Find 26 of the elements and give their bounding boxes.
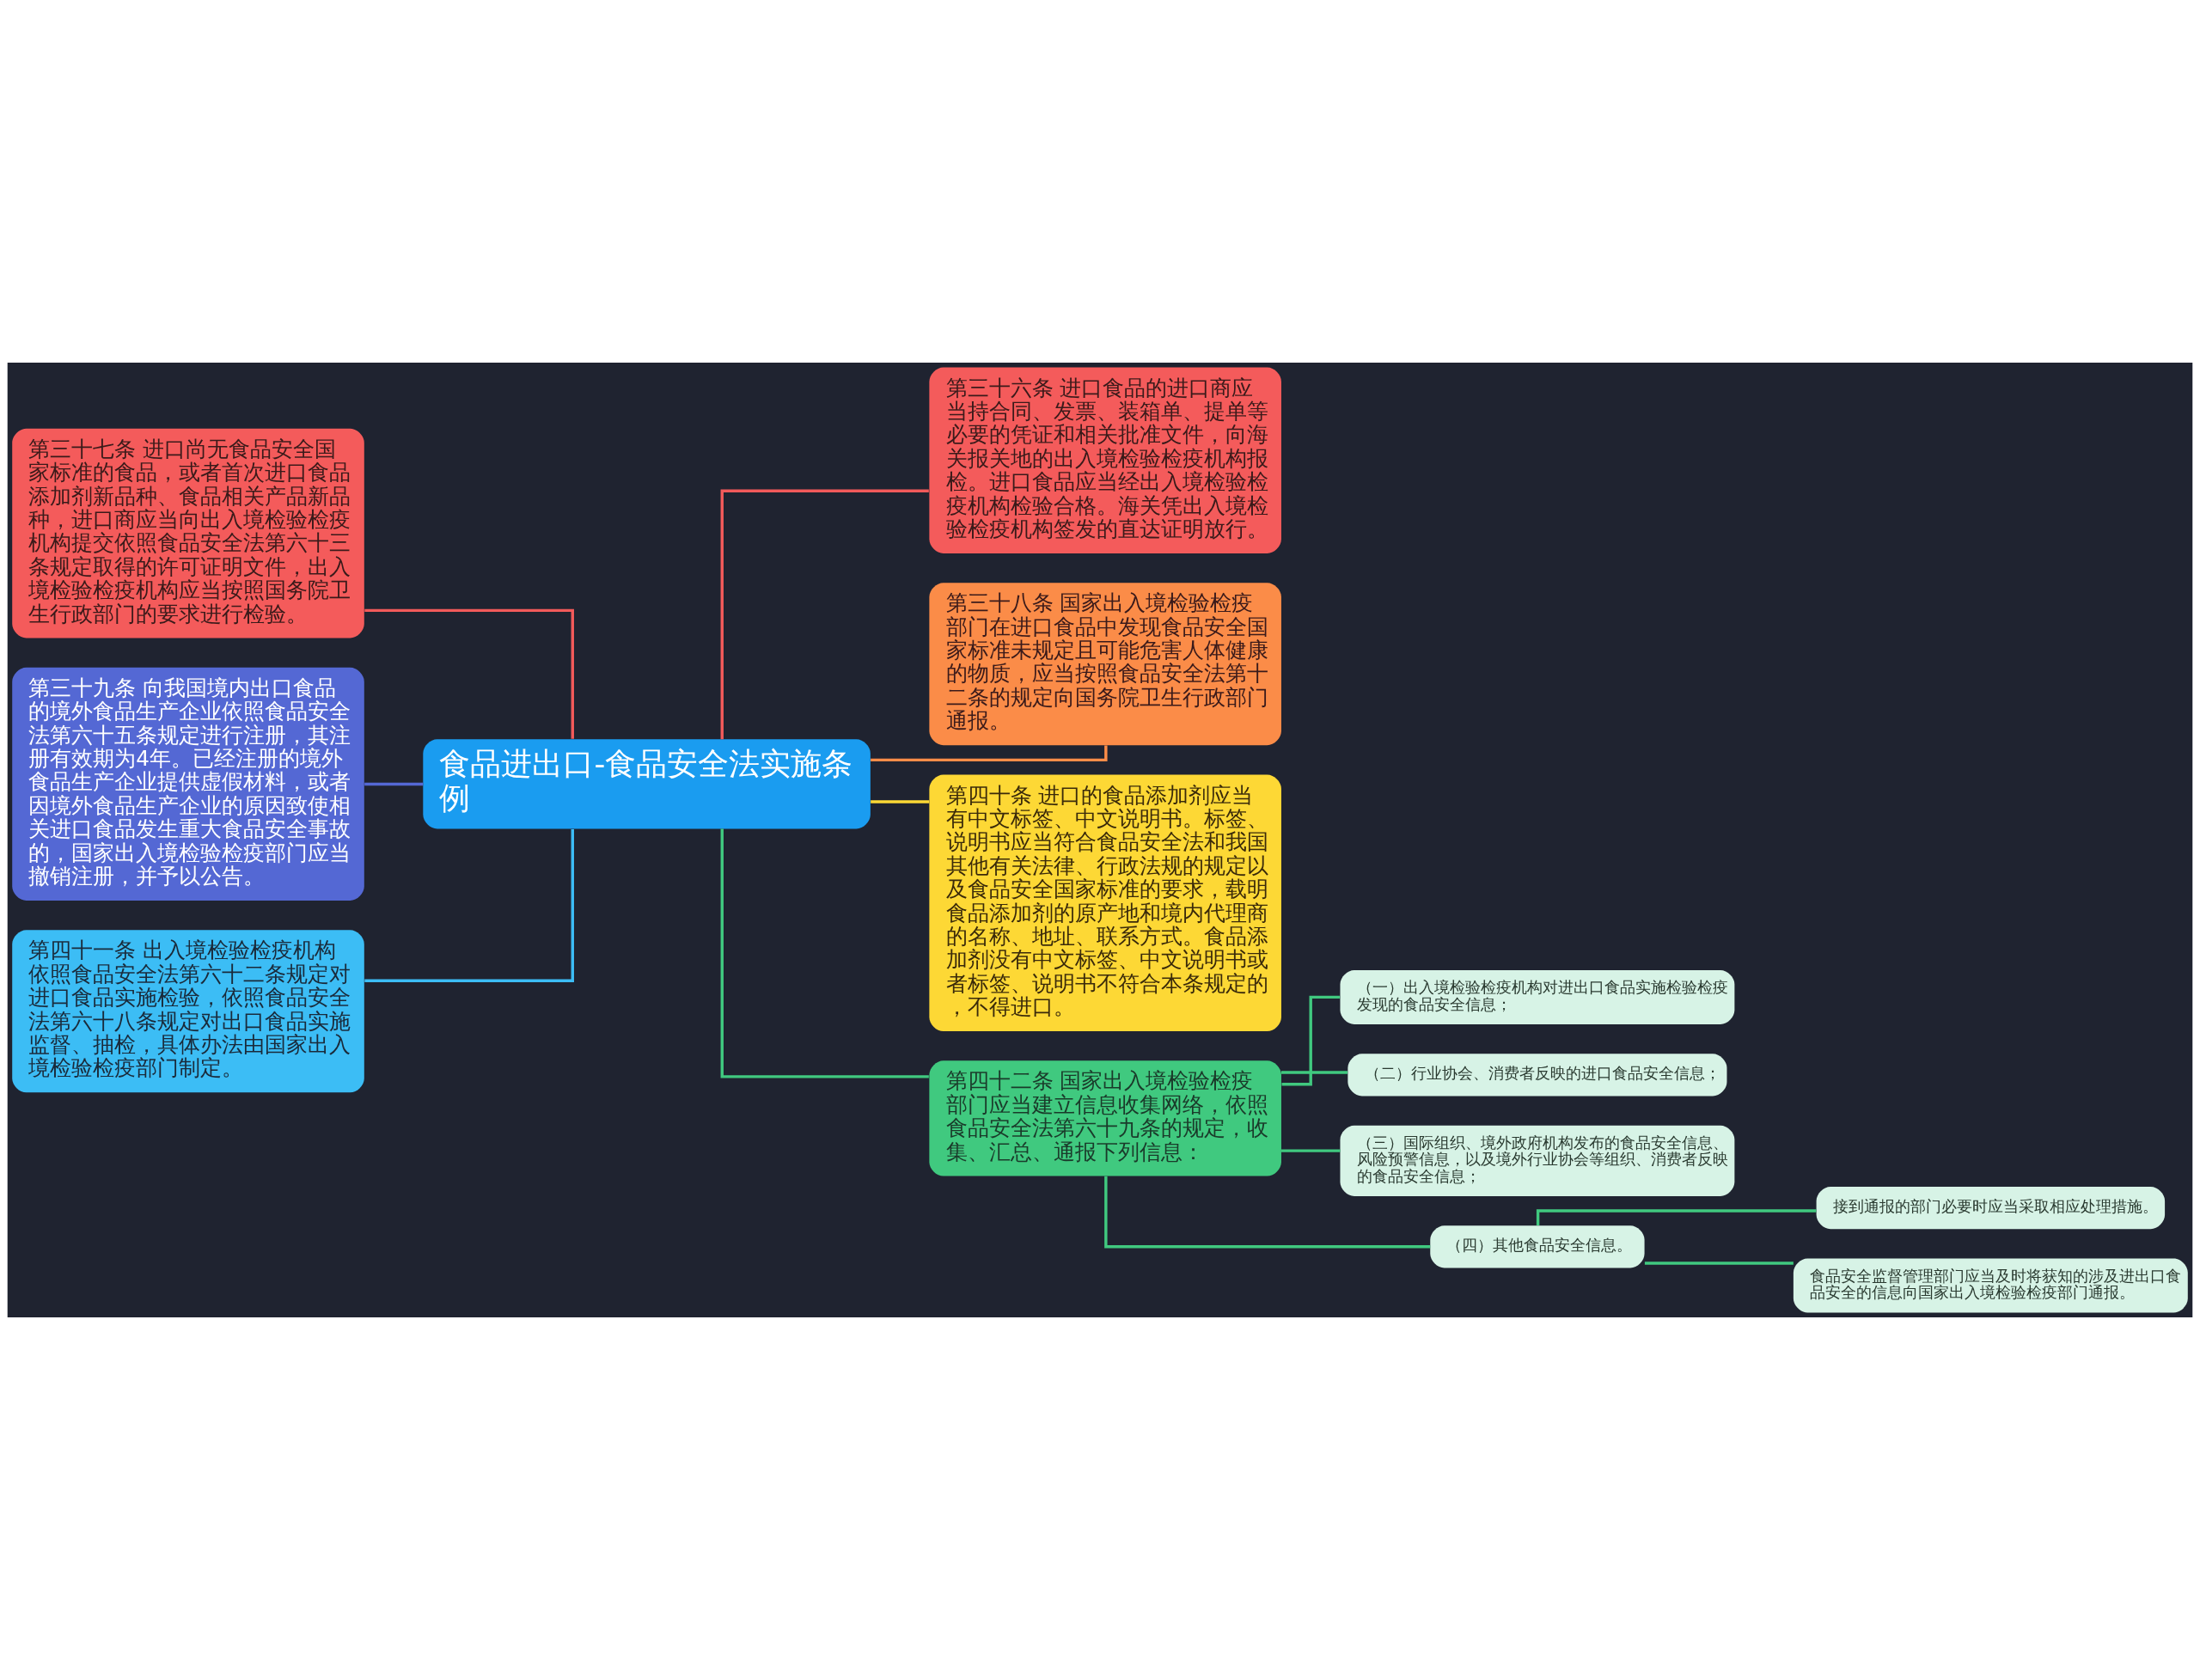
node-box: 食品安全监督管理部门应当及时将获知的涉及进出口食品安全的信息向国家出入境检验检疫部门通报。 bbox=[1793, 1258, 2188, 1313]
node-box: 第三十六条 进口食品的进口商应当持合同、发票、装箱单、提单等必要的凭证和相关批准文件，向海关报关地的出入境检验检疫机构报检。进口食品应当经出入境检验检疫机构检验合格。海关凭出入境检验检疫机构签发的直达证明放行。 bbox=[929, 367, 1281, 553]
connector bbox=[871, 800, 930, 803]
node-box: （二）行业协会、消费者反映的进口食品安全信息； bbox=[1348, 1054, 1727, 1097]
node-box: 第四十一条 出入境检验检疫机构依照食品安全法第六十二条规定对进口食品实施检验，依照食品安全法第六十八条规定对出口食品实施监督、抽检，具体办法由国家出入境检验检疫部门制定。 bbox=[12, 930, 364, 1093]
connector bbox=[364, 828, 574, 982]
connector bbox=[871, 745, 1108, 762]
connector bbox=[1104, 1176, 1431, 1249]
connector bbox=[364, 782, 424, 786]
node-box: 第四十二条 国家出入境检验检疫部门应当建立信息收集网络，依照食品安全法第六十九条的规定，收集、汇总、通报下列信息： bbox=[929, 1060, 1281, 1176]
connector bbox=[1281, 1071, 1348, 1074]
node-box: 第三十九条 向我国境内出口食品的境外食品生产企业依照食品安全法第六十五条规定进行注册，其注册有效期为4年。已经注册的境外食品生产企业提供虚假材料，或者因境外食品生产企业的原因致使相关进口食品发生重大食品安全事故的，国家出入境检验检疫部门应当撤销注册，并予以公告。 bbox=[12, 667, 364, 901]
connector bbox=[720, 828, 929, 1078]
node-box: （一）出入境检验检疫机构对进出口食品实施检验检疫发现的食品安全信息； bbox=[1340, 969, 1735, 1024]
node-box: 第四十条 进口的食品添加剂应当有中文标签、中文说明书。标签、说明书应当符合食品安全法和我国其他有关法律、行政法规的规定以及食品安全国家标准的要求，载明食品添加剂的原产地和境内代理商的名称、地址、联系方式。食品添加剂没有中文标签、中文说明书或者标签、说明书不符合本条规定的，不得进口。 bbox=[929, 774, 1281, 1032]
node-box: （四）其他食品安全信息。 bbox=[1430, 1225, 1645, 1268]
connector bbox=[1536, 1209, 1817, 1225]
node-box: （三）国际组织、境外政府机构发布的食品安全信息、风险预警信息，以及境外行业协会等组织、消费者反映的食品安全信息； bbox=[1340, 1125, 1735, 1196]
connector bbox=[720, 489, 929, 740]
node-box: 接到通报的部门必要时应当采取相应处理措施。 bbox=[1816, 1186, 2166, 1230]
connector bbox=[1644, 1262, 1794, 1265]
connector bbox=[364, 608, 574, 739]
node-box: 食品进出口-食品安全法实施条例 bbox=[423, 739, 871, 829]
node-box: 第三十八条 国家出入境检验检疫部门在进口食品中发现食品安全国家标准未规定且可能危害人体健康的物质，应当按照食品安全法第十二条的规定向国务院卫生行政部门通报。 bbox=[929, 583, 1281, 746]
connector bbox=[1281, 1149, 1341, 1152]
node-box: 第三十七条 进口尚无食品安全国家标准的食品，或者首次进口食品添加剂新品种、食品相关产品新品种，进口商应当向出入境检验检疫机构提交依照食品安全法第六十三条规定取得的许可证明文件，出入境检验检疫机构应当按照国务院卫生行政部门的要求进行检验。 bbox=[12, 428, 364, 638]
